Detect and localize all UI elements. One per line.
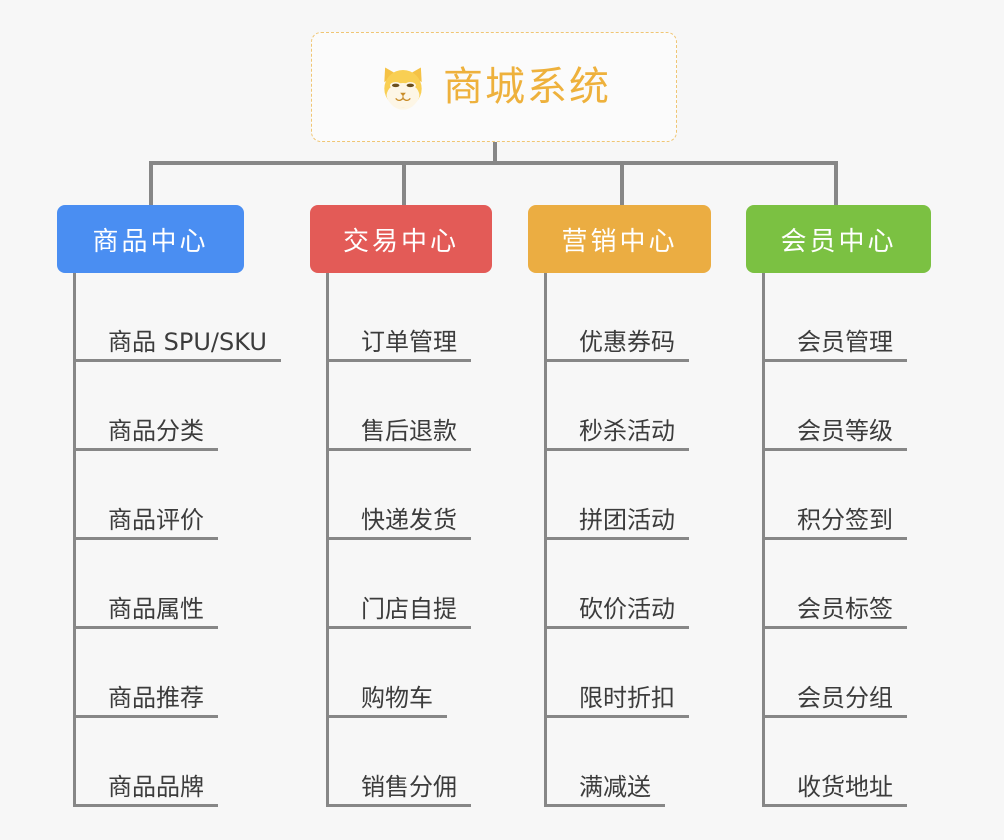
child-label: 门店自提 [329,595,471,629]
connector-root-stem [493,142,497,164]
connector-horizontal-bus [149,161,838,165]
category-label: 会员中心 [780,226,897,257]
child-label: 优惠券码 [547,328,689,362]
category-header-4[interactable]: 会员中心 [746,205,931,273]
child-label: 商品属性 [76,595,218,629]
child-label: 会员等级 [765,417,907,451]
category-label: 交易中心 [342,226,459,257]
child-label: 拼团活动 [547,506,689,540]
child-label: 砍价活动 [547,595,689,629]
connector-drop-1 [149,161,153,205]
category-label: 商品中心 [92,226,209,257]
child-label: 商品推荐 [76,684,218,718]
child-label: 商品分类 [76,417,218,451]
list-item[interactable]: 秒杀活动 [547,362,718,451]
list-item[interactable]: 会员分组 [765,629,936,718]
child-list-4: 会员管理 会员等级 积分签到 会员标签 会员分组 收货地址 [762,273,936,807]
list-item[interactable]: 满减送 [547,718,718,807]
list-item[interactable]: 门店自提 [329,540,500,629]
list-item[interactable]: 会员管理 [765,273,936,362]
child-list-1: 商品 SPU/SKU 商品分类 商品评价 商品属性 商品推荐 商品品牌 [73,273,281,807]
child-label: 积分签到 [765,506,907,540]
list-item[interactable]: 限时折扣 [547,629,718,718]
child-label: 限时折扣 [547,684,689,718]
category-header-1[interactable]: 商品中心 [57,205,244,273]
child-label: 商品品牌 [76,773,218,807]
list-item[interactable]: 优惠券码 [547,273,718,362]
list-item[interactable]: 商品推荐 [76,629,277,718]
root-node[interactable]: 商城系统 [311,32,677,142]
list-item[interactable]: 收货地址 [765,718,936,807]
list-item[interactable]: 积分签到 [765,451,936,540]
category-column-3: 营销中心 优惠券码 秒杀活动 拼团活动 砍价活动 限时折扣 满减送 [528,205,718,807]
list-item[interactable]: 销售分佣 [329,718,500,807]
list-item[interactable]: 商品品牌 [76,718,277,807]
child-label: 商品 SPU/SKU [76,328,281,362]
child-list-3: 优惠券码 秒杀活动 拼团活动 砍价活动 限时折扣 满减送 [544,273,718,807]
child-label: 商品评价 [76,506,218,540]
list-item[interactable]: 商品属性 [76,540,277,629]
list-item[interactable]: 购物车 [329,629,500,718]
category-header-2[interactable]: 交易中心 [310,205,492,273]
child-label: 会员分组 [765,684,907,718]
category-column-4: 会员中心 会员管理 会员等级 积分签到 会员标签 会员分组 收货地址 [746,205,936,807]
category-header-3[interactable]: 营销中心 [528,205,711,273]
list-item[interactable]: 会员标签 [765,540,936,629]
child-label: 售后退款 [329,417,471,451]
child-label: 满减送 [547,773,665,807]
connector-drop-2 [402,161,406,205]
list-item[interactable]: 拼团活动 [547,451,718,540]
shiba-dog-icon [377,61,429,113]
child-label: 订单管理 [329,328,471,362]
child-label: 快递发货 [329,506,471,540]
list-item[interactable]: 快递发货 [329,451,500,540]
root-title: 商城系统 [443,64,611,110]
list-item[interactable]: 售后退款 [329,362,500,451]
category-column-1: 商品中心 商品 SPU/SKU 商品分类 商品评价 商品属性 商品推荐 商品品牌 [57,205,281,807]
list-item[interactable]: 商品评价 [76,451,277,540]
child-label: 购物车 [329,684,447,718]
list-item[interactable]: 商品 SPU/SKU [76,273,281,362]
list-item[interactable]: 会员等级 [765,362,936,451]
child-list-2: 订单管理 售后退款 快递发货 门店自提 购物车 销售分佣 [326,273,500,807]
category-label: 营销中心 [561,226,678,257]
list-item[interactable]: 商品分类 [76,362,277,451]
connector-drop-4 [834,161,838,205]
child-label: 销售分佣 [329,773,471,807]
category-column-2: 交易中心 订单管理 售后退款 快递发货 门店自提 购物车 销售分佣 [310,205,500,807]
child-label: 会员管理 [765,328,907,362]
list-item[interactable]: 订单管理 [329,273,500,362]
child-label: 秒杀活动 [547,417,689,451]
list-item[interactable]: 砍价活动 [547,540,718,629]
connector-drop-3 [620,161,624,205]
child-label: 会员标签 [765,595,907,629]
child-label: 收货地址 [765,773,907,807]
